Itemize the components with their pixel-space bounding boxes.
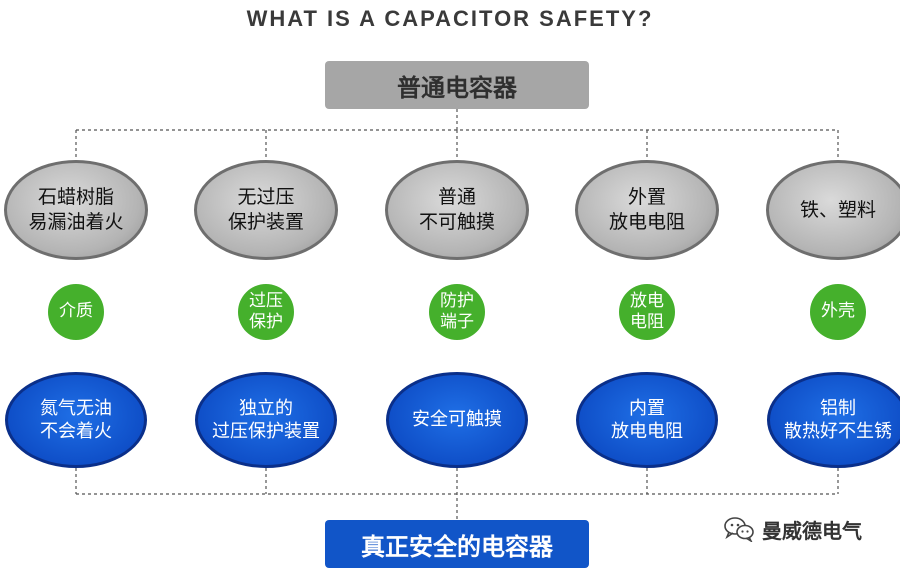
ordinary-capacitor-box: 普通电容器: [325, 61, 589, 109]
ordinary-feature-dielectric: 石蜡树脂 易漏油着火: [4, 160, 148, 260]
safe-feature-dielectric: 氮气无油 不会着火: [5, 372, 147, 468]
wechat-icon: [724, 517, 754, 542]
ordinary-feature-terminal: 普通 不可触摸: [385, 160, 529, 260]
safe-capacitor-box: 真正安全的电容器: [325, 520, 589, 568]
watermark: 曼威德电气: [724, 514, 862, 544]
safe-feature-housing: 铝制 散热好不生锈: [767, 372, 900, 468]
category-terminal: 防护 端子: [429, 284, 485, 340]
ordinary-feature-discharge: 外置 放电电阻: [575, 160, 719, 260]
safe-feature-terminal: 安全可触摸: [386, 372, 528, 468]
ordinary-feature-housing: 铁、塑料: [766, 160, 900, 260]
category-dielectric: 介质: [48, 284, 104, 340]
page-title: WHAT IS A CAPACITOR SAFETY?: [246, 6, 654, 31]
category-discharge: 放电 电阻: [619, 284, 675, 340]
category-housing: 外壳: [810, 284, 866, 340]
ordinary-feature-overpressure: 无过压 保护装置: [194, 160, 338, 260]
safe-feature-overpressure: 独立的 过压保护装置: [195, 372, 337, 468]
watermark-text: 曼威德电气: [762, 518, 862, 543]
safe-feature-discharge: 内置 放电电阻: [576, 372, 718, 468]
category-overpressure: 过压 保护: [238, 284, 294, 340]
